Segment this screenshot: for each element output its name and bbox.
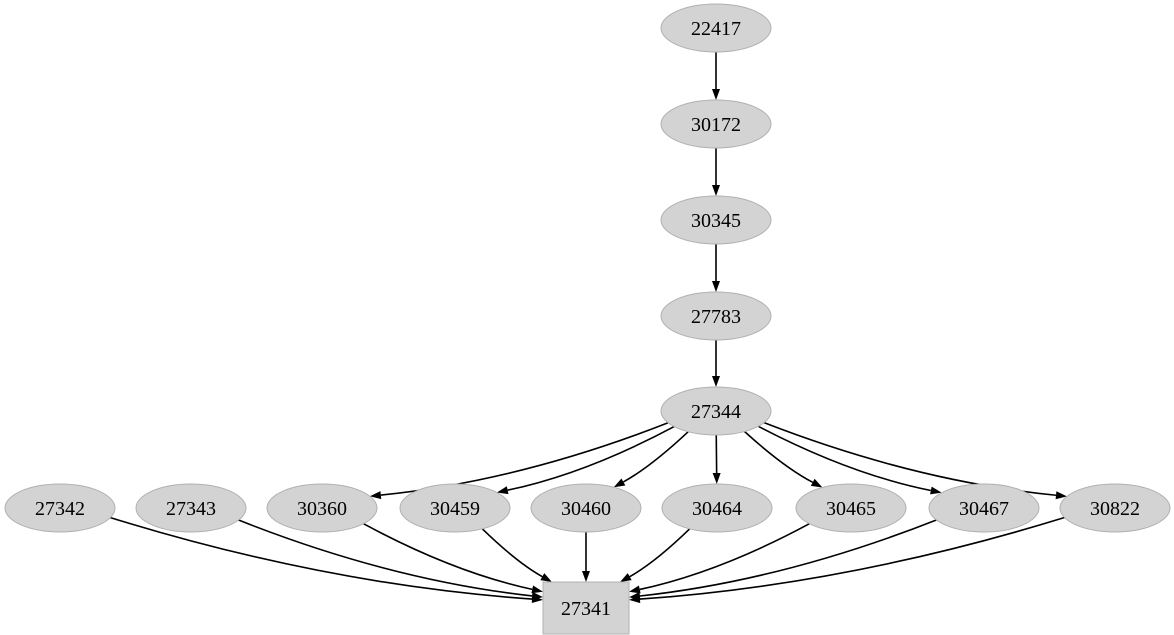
arrowhead-27344-to-30464	[712, 472, 721, 484]
graph-node-30467[interactable]: 30467	[928, 483, 1040, 533]
arrowhead-30345-to-27783	[712, 281, 720, 292]
graph-node-27341[interactable]: 27341	[542, 581, 630, 635]
edge-30360-to-27341	[363, 523, 533, 591]
node-ellipse-30345[interactable]	[660, 195, 772, 245]
node-ellipse-30459[interactable]	[399, 483, 511, 533]
graph-node-30360[interactable]: 30360	[266, 483, 378, 533]
arrowhead-30464-to-27341	[620, 573, 632, 582]
edge-30465-to-27341	[639, 522, 810, 591]
arrowhead-27343-to-27341	[531, 591, 543, 600]
arrowhead-27344-to-30465	[810, 478, 823, 488]
node-ellipse-30822[interactable]	[1059, 483, 1171, 533]
node-ellipse-27344[interactable]	[660, 386, 772, 436]
edge-27343-to-27341	[238, 519, 533, 597]
graph-node-30345[interactable]: 30345	[660, 195, 772, 245]
graph-node-27342[interactable]: 27342	[4, 483, 116, 533]
arrowhead-27344-to-30460	[613, 478, 626, 488]
arrowhead-30172-to-30345	[712, 185, 720, 196]
arrowhead-30360-to-27341	[531, 585, 543, 594]
node-layer: 22417 30172 30345 27783 27344 27342 27343 30360…	[4, 3, 1171, 635]
arrowhead-27344-to-30467	[930, 486, 942, 495]
arrowhead-27344-to-30360	[369, 491, 382, 500]
arrowhead-27344-to-30822	[1055, 491, 1067, 500]
edge-layer	[110, 52, 1067, 604]
arrowhead-30465-to-27341	[629, 585, 641, 594]
arrowhead-27344-to-30459	[496, 486, 509, 495]
graph-node-27783[interactable]: 27783	[660, 291, 772, 341]
node-ellipse-30460[interactable]	[530, 483, 642, 533]
graph-node-22417[interactable]: 22417	[660, 3, 772, 53]
edge-30464-to-27341	[629, 528, 691, 578]
node-ellipse-27342[interactable]	[4, 483, 116, 533]
graph-node-30460[interactable]: 30460	[530, 483, 642, 533]
graph-node-30172[interactable]: 30172	[660, 99, 772, 149]
edge-30822-to-27341	[639, 516, 1065, 600]
edge-27344-to-30465	[744, 430, 814, 484]
node-ellipse-27343[interactable]	[135, 483, 247, 533]
graph-node-30822[interactable]: 30822	[1059, 483, 1171, 533]
graph-node-27343[interactable]: 27343	[135, 483, 247, 533]
arrowhead-27783-to-27344	[712, 376, 720, 387]
node-box-27341[interactable]	[542, 581, 630, 635]
node-ellipse-30360[interactable]	[266, 483, 378, 533]
edge-30467-to-27341	[639, 519, 937, 597]
edge-27344-to-30459	[507, 425, 675, 491]
graph-node-30459[interactable]: 30459	[399, 483, 511, 533]
node-ellipse-30465[interactable]	[795, 483, 907, 533]
node-ellipse-30467[interactable]	[928, 483, 1040, 533]
arrowhead-30460-to-27341	[582, 571, 590, 582]
arrowhead-30822-to-27341	[629, 595, 641, 604]
node-ellipse-30464[interactable]	[661, 483, 773, 533]
node-ellipse-27783[interactable]	[660, 291, 772, 341]
arrowhead-22417-to-30172	[712, 89, 720, 100]
edge-30459-to-27341	[481, 528, 543, 578]
graph-node-30464[interactable]: 30464	[661, 483, 773, 533]
node-ellipse-22417[interactable]	[660, 3, 772, 53]
node-ellipse-30172[interactable]	[660, 99, 772, 149]
graph-node-30465[interactable]: 30465	[795, 483, 907, 533]
graph-node-27344[interactable]: 27344	[660, 386, 772, 436]
edge-27344-to-30822	[763, 421, 1057, 497]
arrowhead-30459-to-27341	[540, 573, 552, 582]
edge-27344-to-30467	[757, 425, 932, 492]
edge-27344-to-30460	[623, 431, 689, 483]
edge-27344-to-30360	[380, 422, 669, 496]
edge-27342-to-27341	[110, 516, 533, 600]
